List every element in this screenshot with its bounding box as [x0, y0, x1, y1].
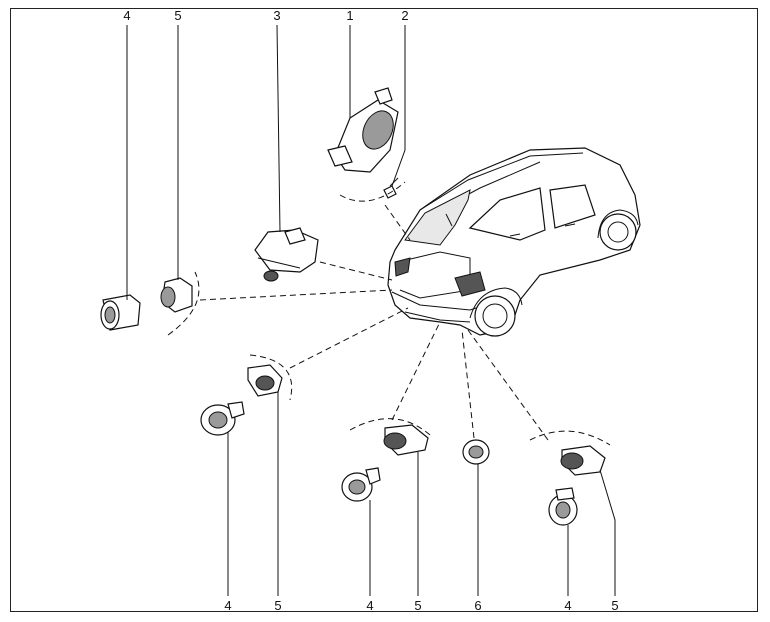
callout-bottom-6: 6 — [474, 598, 481, 613]
screw-part-2 — [383, 177, 399, 199]
callout-top-1: 1 — [346, 8, 353, 23]
sensor-housing-4-middle-left — [200, 401, 245, 436]
callout-top-3: 3 — [273, 8, 280, 23]
sensor-5-upper-left — [160, 277, 193, 313]
sensor-housing-4-upper-left — [100, 294, 141, 331]
callout-top-2: 2 — [401, 8, 408, 23]
callout-top-4: 4 — [123, 8, 130, 23]
callout-bottom-5c: 5 — [611, 598, 618, 613]
camera-part-3 — [254, 227, 319, 282]
callout-bottom-4c: 4 — [564, 598, 571, 613]
control-unit-part-1 — [327, 87, 399, 173]
callout-bottom-4b: 4 — [366, 598, 373, 613]
sensor-5-middle-left — [247, 364, 283, 397]
callout-top-5: 5 — [174, 8, 181, 23]
callout-labels-top: 4 5 3 1 2 — [123, 8, 408, 23]
sensor-5-center-left — [383, 424, 429, 456]
sensor-5-right — [560, 445, 606, 476]
callout-bottom-5b: 5 — [414, 598, 421, 613]
dashed-leaders — [199, 204, 549, 441]
car-illustration — [387, 147, 641, 337]
callout-bottom-4a: 4 — [224, 598, 231, 613]
sensor-6 — [462, 439, 490, 465]
callout-leaders — [126, 24, 616, 596]
callout-labels-bottom: 4 5 4 5 6 4 5 — [224, 598, 618, 613]
callout-bottom-5a: 5 — [274, 598, 281, 613]
sensor-housing-4-center-left — [341, 467, 381, 502]
sensor-housing-4-right — [548, 487, 578, 526]
diagram-frame — [10, 8, 758, 612]
